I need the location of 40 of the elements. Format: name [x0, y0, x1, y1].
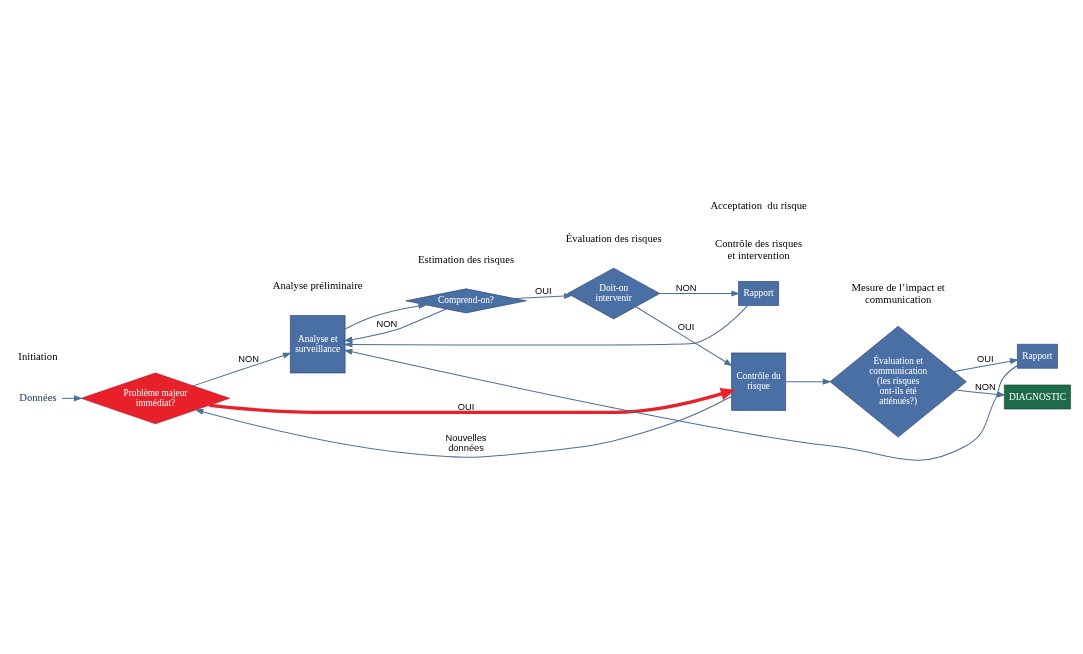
arrow — [955, 389, 1005, 397]
arrow — [513, 292, 572, 299]
arrow — [953, 357, 1018, 372]
node-box: Analyse et surveillance — [290, 314, 346, 373]
label: Estimation des risques — [418, 252, 515, 265]
label: Évaluation des risques — [565, 231, 662, 244]
node-diamond: Évaluation et communication (les risques ont-ils été atténués?) — [829, 325, 967, 437]
arrow — [61, 395, 82, 401]
edge-label: OUI — [677, 321, 695, 332]
arrow — [344, 302, 427, 329]
edge-label: NON — [376, 318, 398, 329]
arrow — [209, 387, 736, 414]
edge-label: Nouvelles données — [445, 432, 487, 453]
label: Initiation — [18, 349, 58, 362]
node-box: DIAGNOSTIC — [1004, 384, 1071, 409]
node-box: Contrôle du risque — [731, 352, 786, 411]
node-diamond: Comprend-on? — [405, 288, 527, 313]
node-diamond: Problème majeur immédiat? — [80, 372, 230, 424]
label: Acceptation du risque — [710, 198, 807, 211]
arrow — [785, 378, 831, 384]
arrow — [344, 308, 447, 342]
arrow — [195, 395, 732, 458]
arrow — [344, 304, 749, 347]
node-text: Données — [19, 390, 57, 403]
edge-label: OUI — [457, 401, 475, 412]
node-box: Rapport — [1017, 343, 1058, 369]
arrow — [635, 305, 732, 366]
edge-label: NON — [238, 353, 259, 364]
node-diamond: Doit-on intervenir — [567, 267, 661, 319]
label: Contrôle des risques et intervention — [715, 236, 803, 261]
edge-label: NON — [974, 381, 996, 392]
arrow — [659, 290, 740, 296]
edge-label: NON — [675, 282, 697, 293]
arrow — [192, 352, 291, 386]
edge-label: OUI — [534, 285, 552, 296]
edge-label: OUI — [977, 353, 994, 364]
node-box: Rapport — [738, 280, 779, 306]
arrow — [344, 348, 1018, 461]
label: Analyse préliminaire — [272, 278, 363, 291]
label: Mesure de l’impact et communication — [851, 280, 945, 305]
